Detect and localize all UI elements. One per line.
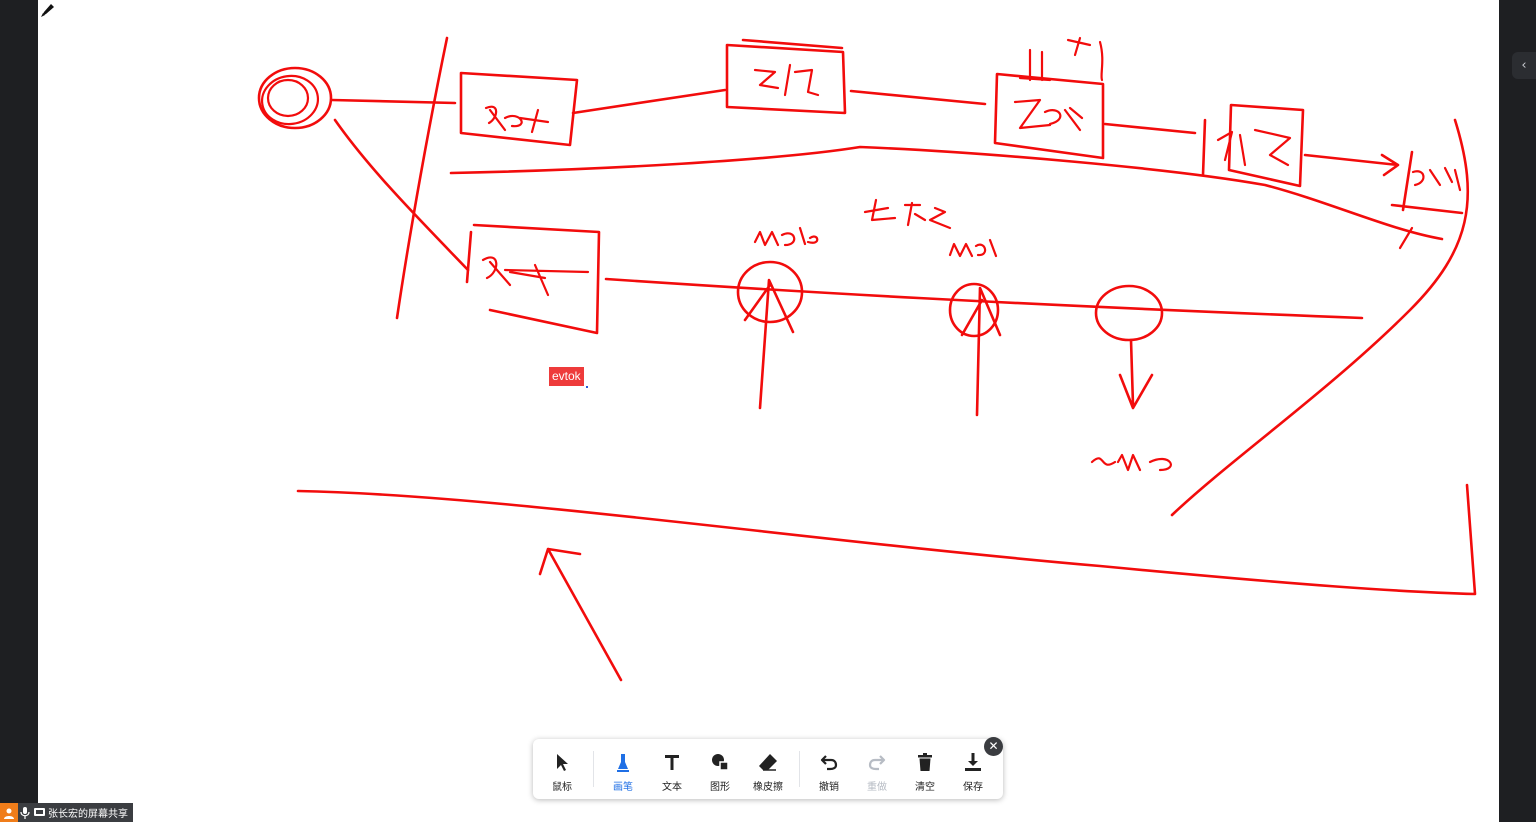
redo-icon <box>868 755 886 771</box>
close-icon: ✕ <box>988 739 999 753</box>
share-status-text: 张长宏的屏幕共享 <box>48 809 128 820</box>
screen-share-badge[interactable]: 张长宏的屏幕共享 <box>0 803 133 822</box>
trash-icon <box>918 753 932 771</box>
text-caret <box>586 386 588 388</box>
tool-shape[interactable]: 图形 <box>698 749 742 793</box>
undo-icon <box>820 755 838 771</box>
whiteboard-toolbar: 鼠标 画笔 文本 图形 橡皮擦 撤销 重做 清空 保存 <box>533 739 1003 799</box>
toolbar-divider <box>593 751 594 787</box>
panel-collapse-button[interactable]: ‹ <box>1512 52 1536 79</box>
tool-eraser[interactable]: 橡皮擦 <box>746 749 790 793</box>
pen-icon <box>617 754 629 772</box>
chevron-left-icon: ‹ <box>1521 58 1527 73</box>
cursor-arrow-icon <box>557 754 568 771</box>
eraser-icon <box>759 754 777 771</box>
node-1-sketch <box>736 260 804 410</box>
tool-save[interactable]: 保存 <box>951 749 995 793</box>
tool-text[interactable]: 文本 <box>650 749 694 793</box>
tool-clear[interactable]: 清空 <box>903 749 947 793</box>
tool-undo[interactable]: 撤销 <box>807 749 851 793</box>
node-2-sketch <box>948 282 1002 417</box>
download-icon <box>965 753 981 771</box>
node-3-sketch <box>1094 284 1164 410</box>
text-icon <box>665 755 679 770</box>
toolbar-divider <box>799 751 800 787</box>
toolbar-close-button[interactable]: ✕ <box>984 737 1003 756</box>
shape-icon <box>712 754 729 771</box>
tool-pen[interactable]: 画笔 <box>601 749 645 793</box>
avatar-icon <box>0 803 18 822</box>
screen-share-icon <box>32 803 46 822</box>
pen-cursor-icon <box>38 0 58 20</box>
whiteboard-canvas[interactable] <box>38 0 1499 822</box>
start-circle-sketch <box>257 66 333 130</box>
evtok-annotation-label[interactable]: evtok <box>549 367 584 386</box>
tool-mouse[interactable]: 鼠标 <box>540 749 584 793</box>
tool-redo[interactable]: 重做 <box>855 749 899 793</box>
microphone-icon[interactable] <box>18 803 32 822</box>
